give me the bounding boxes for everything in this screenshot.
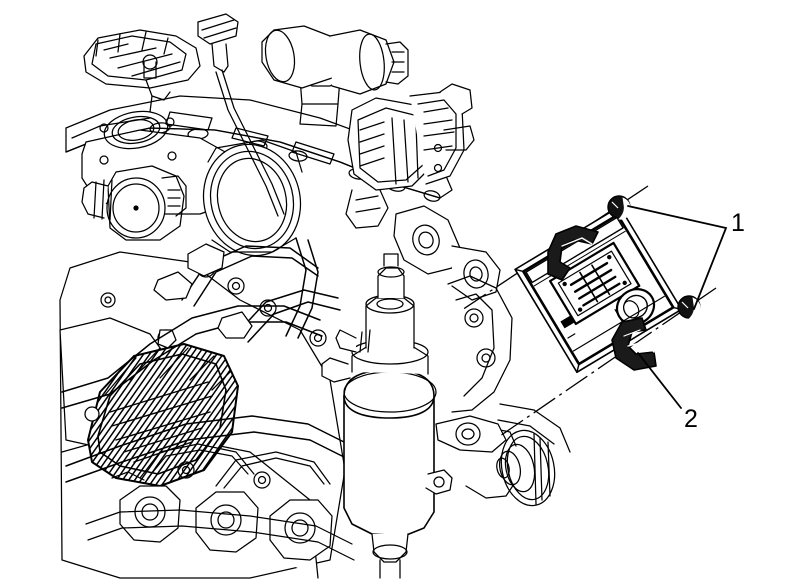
engine-assembly (59, 13, 571, 579)
misc-hardware (100, 243, 327, 489)
fuel-filter-canister (321, 253, 453, 579)
callout-label-2: 2 (684, 405, 698, 433)
wiring-harness-cluster (83, 29, 201, 113)
coolant-hoses (61, 237, 351, 483)
mount-bolt-upper (607, 195, 631, 220)
engine-right-silhouette (447, 275, 571, 453)
throttle-body (202, 139, 303, 257)
accessory-bracket (393, 205, 501, 301)
mount-bolt-lower (677, 295, 701, 320)
leader-callout-1 (627, 205, 728, 310)
callout-leaders (627, 205, 728, 409)
sensor-connector-lead (197, 13, 285, 217)
intake-tube (261, 25, 409, 95)
fuel-injector-row (85, 443, 355, 561)
callout-label-1: 1 (731, 209, 745, 237)
serpentine-pulley (435, 415, 556, 507)
module-mounting-brackets (547, 225, 657, 371)
throttle-actuator (81, 165, 187, 241)
mount-bolts (607, 195, 701, 320)
relay-module-stack (345, 83, 475, 229)
leader-callout-2 (637, 352, 682, 409)
